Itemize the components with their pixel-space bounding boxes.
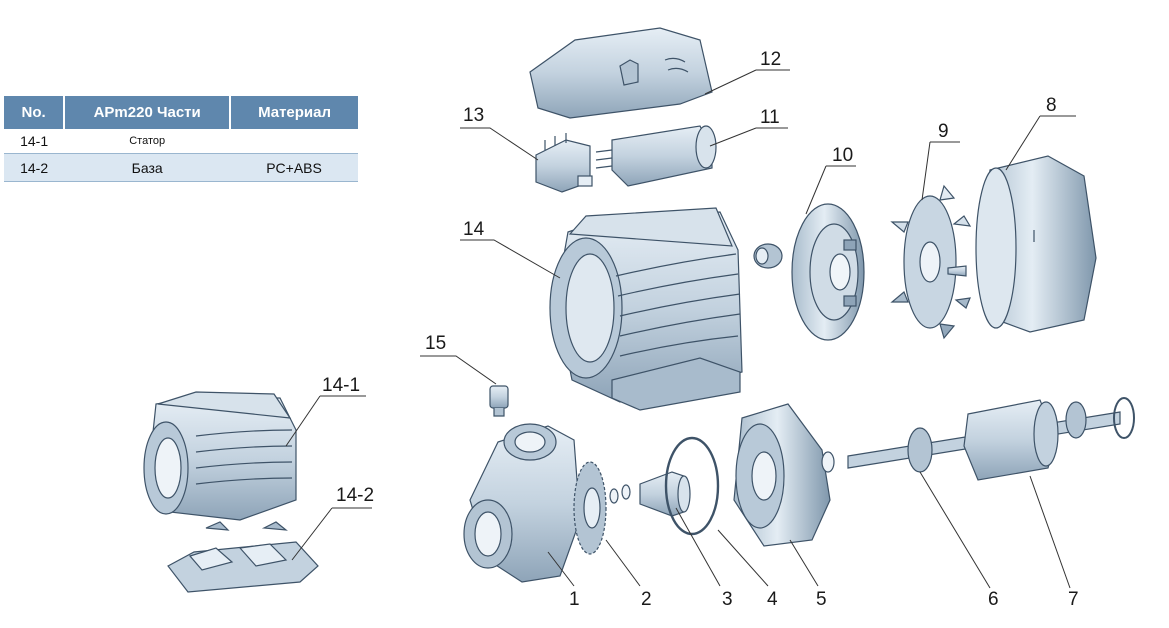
callout-10: 10 xyxy=(832,145,854,166)
header-no: No. xyxy=(4,96,66,129)
callout-3: 3 xyxy=(722,589,733,610)
callout-7: 7 xyxy=(1068,589,1079,610)
parts-table: No. APm220 Части Материал 14-1 Статор 14… xyxy=(4,96,358,182)
part-impeller xyxy=(573,461,607,555)
cell-material xyxy=(230,129,358,154)
part-end-bracket xyxy=(791,203,865,341)
cell-material: PC+ABS xyxy=(230,153,358,182)
part-fan xyxy=(890,184,972,340)
callout-12: 12 xyxy=(760,49,782,70)
callout-1: 1 xyxy=(569,589,580,610)
part-pump-bracket xyxy=(733,403,831,547)
callout-6: 6 xyxy=(988,589,999,610)
part-o-ring xyxy=(664,436,720,536)
callout-4: 4 xyxy=(767,589,778,610)
part-washers xyxy=(609,484,631,504)
table-row: 14-2 База PC+ABS xyxy=(4,153,358,182)
callout-9: 9 xyxy=(938,121,949,142)
part-base xyxy=(167,541,319,593)
part-mechanical-seal xyxy=(639,471,691,517)
table-header-row: No. APm220 Части Материал xyxy=(4,96,358,129)
part-rotor-shaft xyxy=(847,397,1135,481)
callout-15: 15 xyxy=(425,333,447,354)
part-cable-gland xyxy=(753,243,783,269)
table-row: 14-1 Статор xyxy=(4,129,358,154)
part-plug xyxy=(489,385,509,417)
callout-2: 2 xyxy=(641,589,652,610)
cell-part: База xyxy=(64,153,231,182)
part-retaining-ring xyxy=(821,451,835,473)
callout-14-1: 14-1 xyxy=(322,375,361,396)
part-motor-housing xyxy=(549,207,743,411)
cell-no: 14-1 xyxy=(4,129,65,154)
cell-no: 14-2 xyxy=(4,153,65,182)
part-terminal-block xyxy=(535,133,593,193)
callout-14-2: 14-2 xyxy=(336,485,375,506)
part-stator xyxy=(143,391,297,531)
leader-lines xyxy=(285,69,1076,589)
cell-part: Статор xyxy=(64,129,231,154)
callout-8: 8 xyxy=(1046,95,1057,116)
part-capacitor xyxy=(595,125,717,187)
callout-11: 11 xyxy=(760,107,780,128)
part-pump-casing xyxy=(463,423,581,583)
part-cover xyxy=(529,27,713,119)
callout-14: 14 xyxy=(463,219,485,240)
header-material: Материал xyxy=(230,96,358,129)
header-part: APm220 Части xyxy=(64,96,232,129)
part-fan-cover xyxy=(975,155,1097,333)
callout-13: 13 xyxy=(463,105,485,126)
callout-5: 5 xyxy=(816,589,827,610)
